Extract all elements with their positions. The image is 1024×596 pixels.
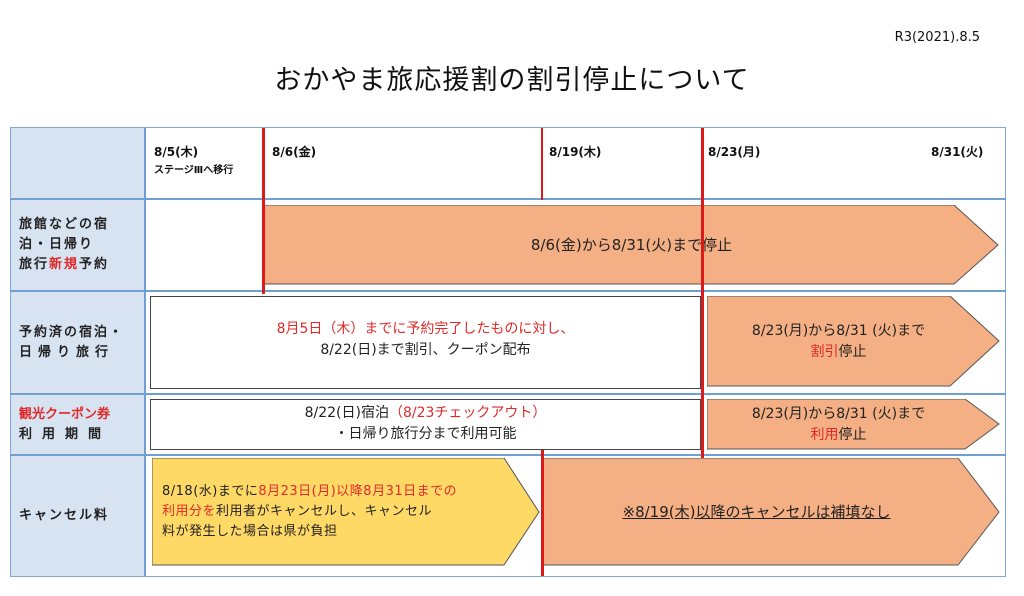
label-line: 予約 <box>79 257 110 272</box>
arrow-label: 8/6(金)から8/31(火)まで停止 <box>530 235 733 254</box>
timeline-table <box>10 127 1006 577</box>
date-8-19: 8/19(木) <box>549 145 602 159</box>
row-label-cancel: キャンセル料 <box>11 456 146 576</box>
arrow-shape <box>543 458 1000 566</box>
box-line: ・日帰り旅行分まで利用可能 <box>334 426 517 442</box>
box-highlight: （8/23チェックアウト） <box>388 405 547 421</box>
yellow-line: 8/18(水)までに <box>162 484 259 499</box>
arrow-shape <box>707 296 1000 387</box>
box-line: 8/22(日)宿泊 <box>304 405 389 421</box>
stop-period-arrow: 8/6(金)から8/31(火)まで停止 <box>264 205 999 285</box>
arrow-highlight: 割引 <box>810 343 839 360</box>
label-line: 旅行 <box>19 257 50 272</box>
arrow-shape <box>152 458 540 566</box>
booked-discount-box: 8月5日（木）までに予約完了したものに対し、 8/22(日)まで割引、クーポン配… <box>150 296 701 389</box>
row-label-new-booking: 旅館などの宿 泊・日帰り 旅行新規予約 <box>11 200 146 290</box>
cancel-coverage-arrow: 8/18(水)までに8月23日(月)以降8月31日までの 利用分を利用者がキャン… <box>152 458 540 566</box>
marker-8-19-cancel <box>541 450 544 576</box>
label-highlight: 新規 <box>49 257 80 272</box>
row-divider <box>10 393 1006 395</box>
row-divider <box>10 454 1006 456</box>
date-8-31: 8/31(火) <box>931 145 984 159</box>
page-title: おかやま旅応援割の割引停止について <box>274 65 750 96</box>
booked-stop-arrow: 8/23(月)から8/31 (火)まで 割引停止 <box>707 296 1000 387</box>
row-divider <box>10 198 1006 200</box>
no-coverage-arrow: ※8/19(木)以降のキャンセルは補填なし <box>543 458 1000 566</box>
arrow-shape <box>264 205 999 285</box>
date-8-5: 8/5(木) <box>154 145 199 159</box>
row-label-booked: 予約済の宿泊・ 日帰り旅行 <box>11 292 146 393</box>
label-line: キャンセル料 <box>19 508 110 523</box>
box-line: 8月5日（木）までに予約完了したものに対し、 <box>276 321 575 337</box>
label-line: 日帰り旅行 <box>19 344 115 360</box>
yellow-highlight: 利用分を <box>162 504 217 519</box>
label-line: 泊・日帰り <box>19 237 95 252</box>
yellow-line: 料が発生した場合は県が負担 <box>162 524 338 539</box>
arrow-line: 停止 <box>838 426 867 443</box>
row-label-coupon: 観光クーポン券 利用期間 <box>11 395 146 454</box>
yellow-highlight: 8月23日(月)以降8月31日までの <box>258 484 458 499</box>
arrow-line: 8/23(月)から8/31 (火)まで <box>751 322 926 339</box>
box-line: 8/22(日)まで割引、クーポン配布 <box>320 342 531 358</box>
label-line: 予約済の宿泊・ <box>19 324 125 340</box>
arrow-label: ※8/19(木)以降のキャンセルは補填なし <box>622 502 891 521</box>
coupon-stop-arrow: 8/23(月)から8/31 (火)まで 利用停止 <box>707 399 1000 450</box>
arrow-shape <box>707 399 1000 450</box>
arrow-line: 8/23(月)から8/31 (火)まで <box>751 405 926 422</box>
marker-8-23 <box>701 128 704 458</box>
date-8-23: 8/23(月) <box>708 145 761 159</box>
marker-8-19 <box>541 128 543 200</box>
date-8-6: 8/6(金) <box>272 145 317 159</box>
label-line: 旅館などの宿 <box>19 217 110 232</box>
label-line: 利用期間 <box>19 426 112 442</box>
arrow-highlight: 利用 <box>810 426 839 443</box>
row-divider <box>10 290 1006 292</box>
coupon-period-box: 8/22(日)宿泊（8/23チェックアウト） ・日帰り旅行分まで利用可能 <box>150 399 701 450</box>
yellow-line: 利用者がキャンセルし、キャンセル <box>216 504 433 519</box>
arrow-line: 停止 <box>838 343 867 360</box>
label-highlight: 観光クーポン券 <box>19 406 111 422</box>
date-8-5-note: ステージⅢへ移行 <box>154 165 234 176</box>
header-label-cell <box>11 128 146 198</box>
marker-8-6 <box>262 128 265 294</box>
date-stamp: R3(2021).8.5 <box>894 30 980 45</box>
